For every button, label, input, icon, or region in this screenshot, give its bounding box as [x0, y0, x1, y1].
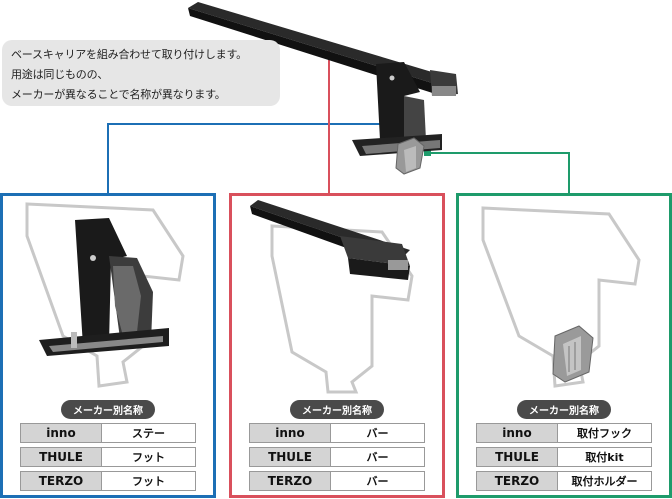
callout-line-1: ベースキャリアを組み合わせて取り付けします。 [11, 48, 247, 61]
table-row: inno 取付フック [476, 423, 652, 443]
kit-illustration [395, 137, 425, 175]
brand-cell: TERZO [249, 471, 331, 491]
callout-line-2: 用途は同じものの、 [11, 68, 109, 81]
foot-maker-names-table: inno ステー THULE フット TERZO フット [20, 419, 196, 495]
brand-cell: inno [20, 423, 102, 443]
bar-maker-names-heading: メーカー別名称 [290, 400, 384, 419]
bar-panel: メーカー別名称 inno バー THULE バー TERZO バー [229, 193, 445, 498]
kit-connector-dot [424, 149, 431, 156]
foot-panel: メーカー別名称 inno ステー THULE フット TERZO フット [0, 193, 216, 498]
bar-maker-names-table: inno バー THULE バー TERZO バー [249, 419, 425, 495]
term-cell: フット [102, 447, 196, 467]
foot-connector-line [107, 123, 384, 193]
callout-line-3: メーカーが異なることで名称が異なります。 [11, 88, 226, 101]
kit-closeup-illustration [481, 206, 641, 388]
brand-cell: TERZO [476, 471, 558, 491]
term-cell: 取付ホルダー [558, 471, 652, 491]
table-row: TERZO 取付ホルダー [476, 471, 652, 491]
term-cell: ステー [102, 423, 196, 443]
brand-cell: THULE [476, 447, 558, 467]
term-cell: バー [331, 423, 425, 443]
table-row: THULE バー [249, 447, 425, 467]
term-cell: バー [331, 447, 425, 467]
kit-maker-names-heading: メーカー別名称 [517, 400, 611, 419]
term-cell: 取付kit [558, 447, 652, 467]
foot-illustration [352, 62, 442, 156]
kit-panel: メーカー別名称 inno 取付フック THULE 取付kit TERZO 取付ホ… [456, 193, 672, 498]
term-cell: バー [331, 471, 425, 491]
kit-connector-line [428, 152, 570, 193]
table-row: TERZO バー [249, 471, 425, 491]
table-row: THULE 取付kit [476, 447, 652, 467]
term-cell: フット [102, 471, 196, 491]
brand-cell: inno [476, 423, 558, 443]
brand-cell: TERZO [20, 471, 102, 491]
term-cell: 取付フック [558, 423, 652, 443]
foot-maker-names-heading: メーカー別名称 [61, 400, 155, 419]
brand-cell: inno [249, 423, 331, 443]
explanation-callout: ベースキャリアを組み合わせて取り付けします。 用途は同じものの、 メーカーが異な… [2, 40, 280, 106]
table-row: THULE フット [20, 447, 196, 467]
bar-closeup-illustration [250, 200, 414, 394]
brand-cell: THULE [20, 447, 102, 467]
foot-closeup-illustration [25, 202, 185, 388]
table-row: inno バー [249, 423, 425, 443]
table-row: TERZO フット [20, 471, 196, 491]
kit-maker-names-table: inno 取付フック THULE 取付kit TERZO 取付ホルダー [476, 419, 652, 495]
table-row: inno ステー [20, 423, 196, 443]
brand-cell: THULE [249, 447, 331, 467]
